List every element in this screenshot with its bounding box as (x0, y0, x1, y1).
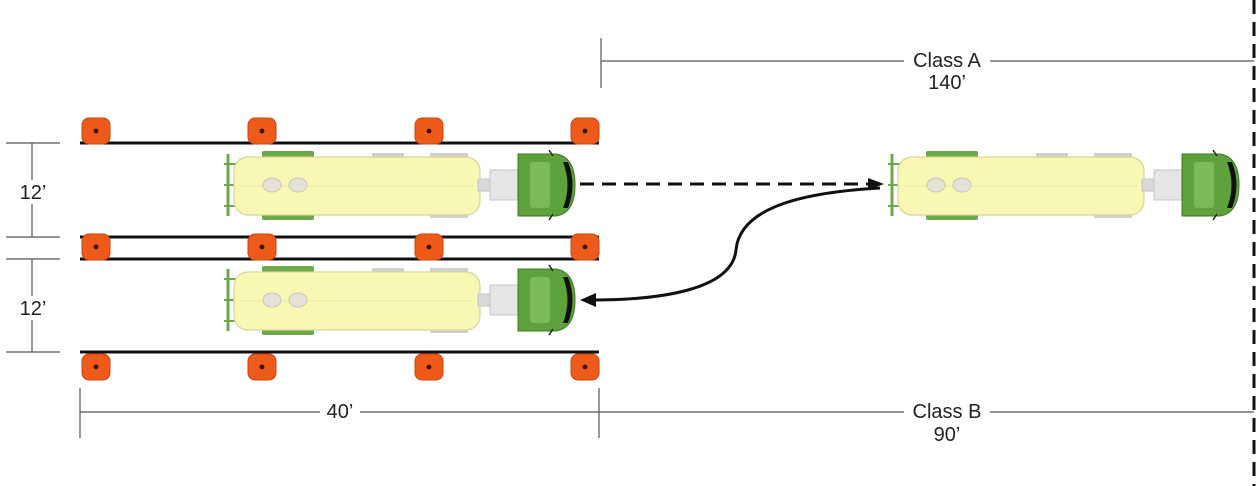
lane-boundaries (80, 141, 599, 354)
class-b-dimension: 40’ Class B 90’ (79, 388, 1254, 446)
traffic-cone-icon (570, 233, 600, 261)
traffic-cone-icon (570, 117, 600, 145)
traffic-cone-icon (414, 353, 444, 381)
dashed-path-arrow (580, 178, 884, 190)
truck-icon (222, 263, 577, 337)
lane-width-bottom-label: 12’ (20, 298, 47, 320)
traffic-cone-icon (81, 353, 111, 381)
traffic-cone-icon (247, 353, 277, 381)
traffic-cone-icon (414, 233, 444, 261)
alley-length-label: 40’ (327, 401, 354, 423)
truck-icon (886, 148, 1241, 222)
class-a-label: Class A (913, 50, 981, 72)
traffic-cone-icon (81, 233, 111, 261)
class-a-dimension: Class A 140’ (600, 38, 1254, 94)
lane-width-top-label: 12’ (20, 182, 47, 204)
traffic-cone-icon (247, 117, 277, 145)
traffic-cone-icon (247, 233, 277, 261)
class-b-label: Class B (913, 401, 982, 423)
truck-icon (222, 148, 577, 222)
traffic-cone-icon (570, 353, 600, 381)
class-b-distance: 90’ (934, 424, 961, 446)
lane-width-dimensions: 12’ 12’ (6, 142, 60, 353)
traffic-cone-icon (81, 117, 111, 145)
class-a-distance: 140’ (928, 72, 966, 94)
traffic-cone-icon (414, 117, 444, 145)
curved-path-arrow (580, 186, 881, 307)
